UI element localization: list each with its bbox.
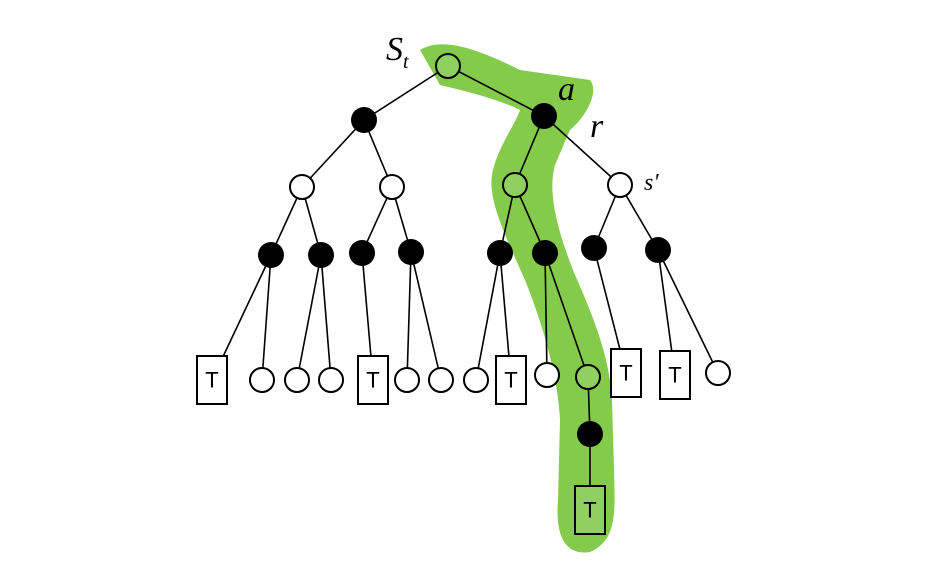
- action-node: [581, 235, 607, 261]
- terminal-label: T: [668, 363, 681, 388]
- tree-edge: [320, 254, 332, 381]
- sampled-trajectory-highlight: [420, 44, 615, 553]
- action-node: [532, 240, 558, 266]
- terminal-label: T: [205, 368, 218, 393]
- terminal-node: T: [574, 485, 606, 535]
- state-node: [463, 367, 489, 393]
- state-node: [284, 367, 310, 393]
- state-node: [394, 367, 420, 393]
- tree-edge: [543, 115, 621, 186]
- tree-edges: [211, 65, 719, 510]
- tree-edge: [296, 254, 322, 381]
- state-node: [318, 367, 344, 393]
- tree-edge: [301, 119, 365, 188]
- action-node: [487, 240, 513, 266]
- tree-edge: [544, 252, 589, 378]
- next-state-label: s': [644, 170, 659, 196]
- tree-edge: [261, 254, 272, 381]
- action-node: [531, 103, 557, 129]
- terminal-label: T: [619, 361, 632, 386]
- state-node: [379, 174, 405, 200]
- tree-edge: [475, 252, 501, 381]
- tree-nodes: T T T T T T: [196, 53, 731, 535]
- state-node: [575, 364, 601, 390]
- action-node: [577, 421, 603, 447]
- root-state-label: St: [386, 31, 409, 73]
- terminal-label: T: [583, 498, 596, 523]
- state-node: [249, 367, 275, 393]
- tree-edge: [410, 251, 442, 381]
- tree-edge: [657, 249, 719, 374]
- terminal-node: T: [357, 355, 389, 405]
- action-node: [349, 240, 375, 266]
- reward-label: r: [590, 108, 604, 145]
- terminal-node: T: [659, 350, 691, 400]
- terminal-label: T: [366, 368, 379, 393]
- action-node: [645, 237, 671, 263]
- action-node: [258, 242, 284, 268]
- action-node: [398, 239, 424, 265]
- tree-edge: [363, 65, 449, 121]
- tree-edge: [447, 65, 545, 117]
- state-node: [428, 367, 454, 393]
- state-node: [705, 360, 731, 386]
- state-node: [289, 174, 315, 200]
- tree-edge: [406, 251, 412, 381]
- action-label: a: [558, 71, 575, 108]
- terminal-label: T: [504, 368, 517, 393]
- state-node: [435, 53, 461, 79]
- tree-edge: [544, 252, 548, 376]
- terminal-node: T: [495, 355, 527, 405]
- terminal-node: T: [196, 355, 228, 405]
- terminal-node: T: [610, 348, 642, 398]
- action-node: [308, 242, 334, 268]
- state-node: [534, 362, 560, 388]
- action-node: [351, 107, 377, 133]
- state-node: [502, 172, 528, 198]
- state-node: [607, 172, 633, 198]
